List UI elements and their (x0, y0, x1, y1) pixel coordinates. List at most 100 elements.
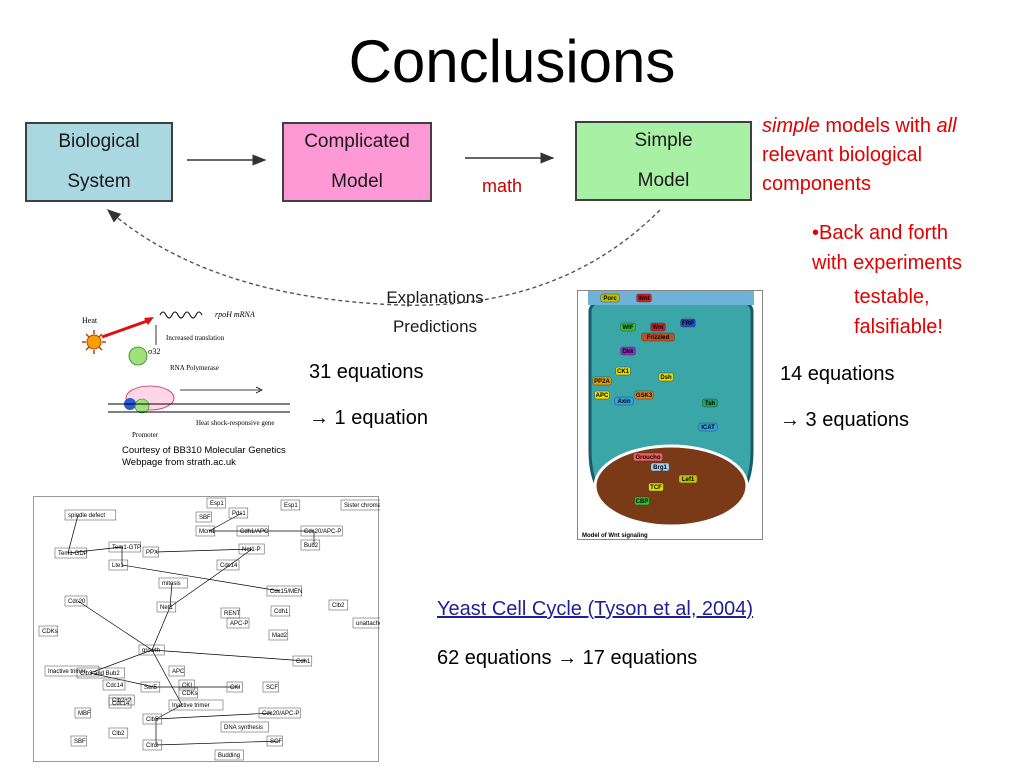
box-label-line1: Simple (634, 130, 693, 151)
yeast-edge (77, 600, 153, 651)
yeast-edge (67, 514, 79, 554)
falsifiable-line: falsifiable! (854, 316, 943, 338)
yeast-node-label: Esp1 (284, 503, 298, 509)
math-label: math (482, 176, 523, 196)
yeast-node-box (44, 665, 100, 677)
yeast-node-box (178, 687, 199, 699)
explanations-predictions: Explanations Predictions (360, 283, 510, 341)
gene-label: Heat shock-responsive gene (196, 419, 275, 427)
explanations-label: Explanations (386, 288, 484, 307)
yeast-node-label: mitosis (162, 581, 181, 587)
wnt-node-label: Frizzled (647, 335, 670, 341)
wnt-node-label: Porc (603, 296, 617, 302)
yeast-node-box (108, 559, 129, 571)
yeast-node-box (220, 607, 241, 619)
box-label-line2: Model (637, 170, 690, 191)
promoter-label: Promoter (132, 431, 159, 439)
yeast-node-box (262, 681, 279, 693)
wnt-node (641, 332, 675, 342)
yeast-node-box (64, 595, 88, 607)
yeast-node-label: Clb2 (332, 603, 345, 609)
sigma-label: σ32 (148, 347, 160, 356)
wnt-node (658, 372, 674, 382)
heat-arrow (101, 318, 151, 339)
wnt-node-label: CK1 (617, 369, 630, 375)
yeast-edge (151, 606, 171, 651)
yeast-node-label: SCF (270, 739, 282, 745)
dna-strand (108, 403, 290, 413)
simple-models-note: simple models with all relevant biologic… (762, 112, 957, 199)
yeast-node-label: Pds1 (232, 511, 246, 517)
yeast-node-label: Lte1 (112, 563, 124, 569)
heat-equations-from: 31 equations (309, 361, 424, 383)
yeast-node-label: Cdh1 (296, 659, 311, 665)
wnt-node (678, 474, 698, 484)
yeast-node-label: Inactive trimer (48, 669, 86, 675)
yeast-node-box (70, 735, 87, 747)
yeast-node-box (238, 543, 265, 555)
yeast-node-label: Inactive trimer (172, 703, 210, 709)
yeast-node-label: Cln2 (146, 743, 159, 749)
yeast-edge (121, 564, 281, 592)
back-forth-note: •Back and forth with experiments (812, 218, 962, 278)
yeast-node-box (236, 525, 269, 537)
wnt-node-label: Lef1 (682, 477, 695, 483)
biological-system-box: Biological System (25, 122, 173, 202)
yeast-node-label: APC (172, 669, 185, 675)
yeast-node-label: Net1-P (242, 547, 261, 553)
yeast-node-label: DNA synthesis (224, 725, 263, 731)
wnt-node-label: TCF (650, 485, 662, 491)
yeast-node-box (292, 655, 313, 667)
yeast-node-box (206, 497, 227, 509)
box-label-line1: Complicated (304, 131, 410, 152)
rpoh-label: rpoH mRNA (215, 310, 255, 319)
heat-equations-to: → 1 equation (309, 407, 428, 429)
yeast-node-label: Mad2 (272, 633, 288, 639)
yeast-node-box (108, 727, 129, 739)
wnt-node (633, 452, 663, 462)
yeast-node-label: PPX (146, 550, 158, 556)
wnt-node-label: Wnt (652, 325, 663, 331)
yeast-node-box (195, 511, 212, 523)
wnt-node-label: APC (596, 393, 609, 399)
yeast-node-box (300, 525, 343, 537)
yeast-node-box (226, 681, 243, 693)
yeast-node-label: RENT (224, 611, 241, 617)
wnt-node-label: PP2A (594, 379, 610, 385)
wnt-node (698, 422, 718, 432)
yeast-edge (89, 649, 153, 674)
wnt-node (634, 390, 654, 400)
yeast-node-box (140, 681, 161, 693)
back-forth-line1: •Back and forth (812, 222, 948, 244)
yeast-node-label: CKI (182, 683, 192, 689)
wnt-node-label: GSK3 (636, 393, 653, 399)
wnt-equations-from: 14 equations (780, 363, 895, 385)
yeast-node-label: Swi5 (144, 685, 158, 691)
wnt-caption: Model of Wnt signaling (582, 533, 648, 539)
wnt-node (648, 482, 664, 492)
yeast-node-label: Tem1-GTP (112, 545, 141, 551)
yeast-node-box (168, 665, 185, 677)
wnt-node-label: Dkk (622, 349, 634, 355)
wnt-node-label: Tsh (705, 401, 716, 407)
yeast-node-label: MBF (78, 711, 91, 717)
yeast-node-label: spindle defect (68, 513, 105, 519)
box-label-line2: Model (331, 171, 383, 192)
yeast-node-label: Cdc20/APC-P (304, 529, 341, 535)
mrna-wave (159, 311, 203, 319)
all-word: all (936, 115, 957, 137)
yeast-node-box (108, 697, 132, 709)
wnt-node-label: ICAT (701, 425, 715, 431)
yeast-cell-cycle-link[interactable]: Yeast Cell Cycle (Tyson et al, 2004) (437, 598, 754, 620)
yeast-node-box (270, 605, 291, 617)
slide-title: Conclusions (348, 28, 676, 95)
yeast-node-box (142, 713, 163, 725)
yeast-node-box (138, 644, 165, 656)
testable-note: testable, falsifiable! (854, 282, 943, 342)
yeast-node-box (178, 679, 195, 691)
yeast-node-label: Cdh1/APC (240, 529, 269, 535)
yeast-node-box (64, 509, 117, 521)
yeast-node-label: Esp1 (210, 501, 224, 507)
